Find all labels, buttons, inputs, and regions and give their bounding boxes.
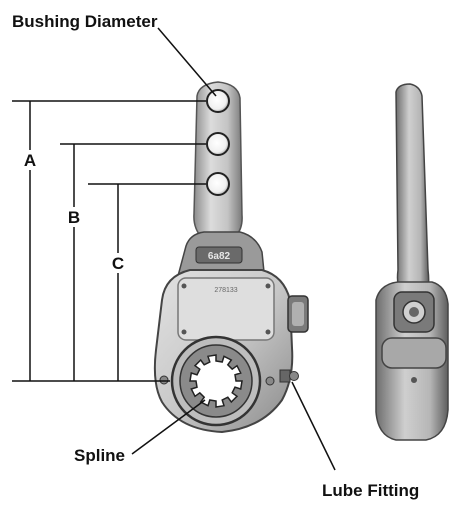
lube-fitting-leader [291, 381, 336, 471]
plate-number: 278133 [214, 287, 237, 294]
adjuster-arm [193, 81, 243, 239]
label-spline: Spline [74, 446, 125, 465]
plate-rivet [265, 283, 271, 289]
bushing-hole-top [206, 89, 230, 113]
lube-fitting-part [279, 369, 299, 383]
plate-rivet [265, 329, 271, 335]
label-dimension-c: C [112, 254, 124, 273]
bushing-diameter-leader [157, 27, 217, 97]
label-dimension-a: A [24, 151, 36, 170]
side-collar [381, 337, 447, 369]
dimension-lines [12, 100, 206, 382]
arm-hole-bottom [206, 172, 230, 196]
leader-lines [131, 27, 336, 471]
plate-rivet [181, 283, 187, 289]
label-a-mask [21, 150, 39, 170]
casting-mark-plate [195, 246, 243, 264]
label-lube-fitting: Lube Fitting [322, 481, 419, 500]
side-fitting [411, 377, 417, 383]
plate-rivet [181, 329, 187, 335]
slack-adjuster-front-view: 6a82 278133 [153, 81, 309, 434]
hub-bolt [265, 376, 275, 386]
side-nut-bore [409, 307, 419, 317]
label-dimension-b: B [68, 208, 80, 227]
hub-bolt [159, 375, 169, 385]
label-c-mask [109, 253, 127, 273]
arm-hole-middle [206, 132, 230, 156]
adjusting-nut-face [292, 302, 304, 326]
slack-adjuster-side-view [375, 83, 449, 441]
casting-mark: 6a82 [208, 251, 231, 262]
side-arm [395, 83, 430, 297]
label-b-mask [65, 207, 83, 227]
spline [189, 354, 243, 408]
spline-leader [131, 399, 206, 455]
label-bushing-diameter: Bushing Diameter [12, 12, 158, 31]
